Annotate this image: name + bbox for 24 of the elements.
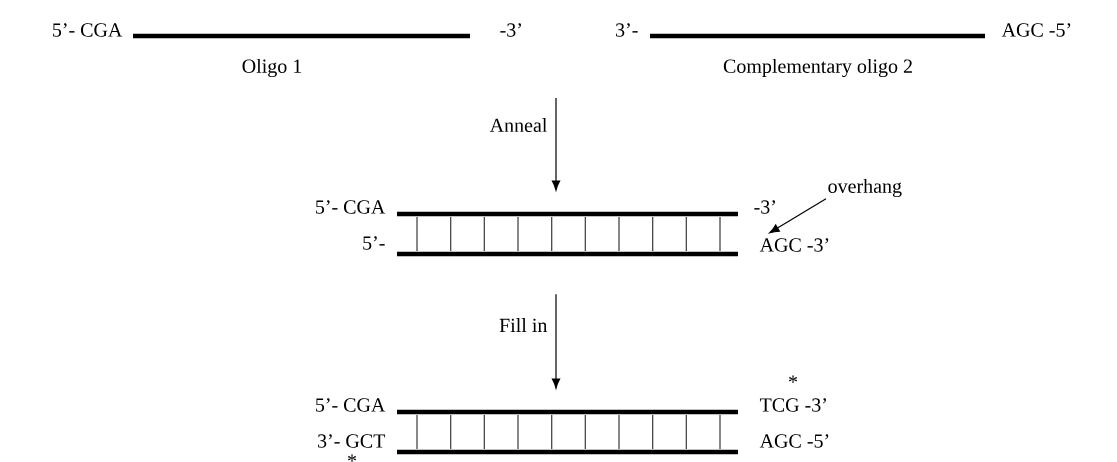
strand-label: Complementary oligo 2 xyxy=(723,58,912,78)
duplex-drawing xyxy=(397,409,738,455)
leader-arrow xyxy=(769,198,827,234)
duplex-drawing xyxy=(397,211,738,257)
end-label: 5’- CGA xyxy=(316,398,386,412)
end-label: * xyxy=(789,375,798,383)
end-label: AGC -5’ xyxy=(1001,23,1071,37)
end-label: 5’- CGA xyxy=(316,200,386,214)
end-label: 3’- GCT xyxy=(318,434,386,448)
overhang-label: overhang xyxy=(828,178,902,198)
strand-label: Oligo 1 xyxy=(242,58,302,78)
end-label: -3’ xyxy=(500,23,521,37)
end-label: TCG -3’ xyxy=(759,398,826,412)
end-label: AGC -3’ xyxy=(759,238,829,252)
arrow xyxy=(551,293,561,389)
end-label: * xyxy=(348,454,357,462)
end-label: 5’- xyxy=(363,236,385,250)
end-label: -3’ xyxy=(754,200,775,214)
edge-label: Anneal xyxy=(489,118,547,133)
arrow xyxy=(551,97,561,191)
end-label: AGC -5’ xyxy=(759,434,829,448)
end-label: 3’- xyxy=(616,23,638,37)
end-label: 5’- CGA xyxy=(53,23,123,37)
edge-label: Fill in xyxy=(499,318,548,332)
